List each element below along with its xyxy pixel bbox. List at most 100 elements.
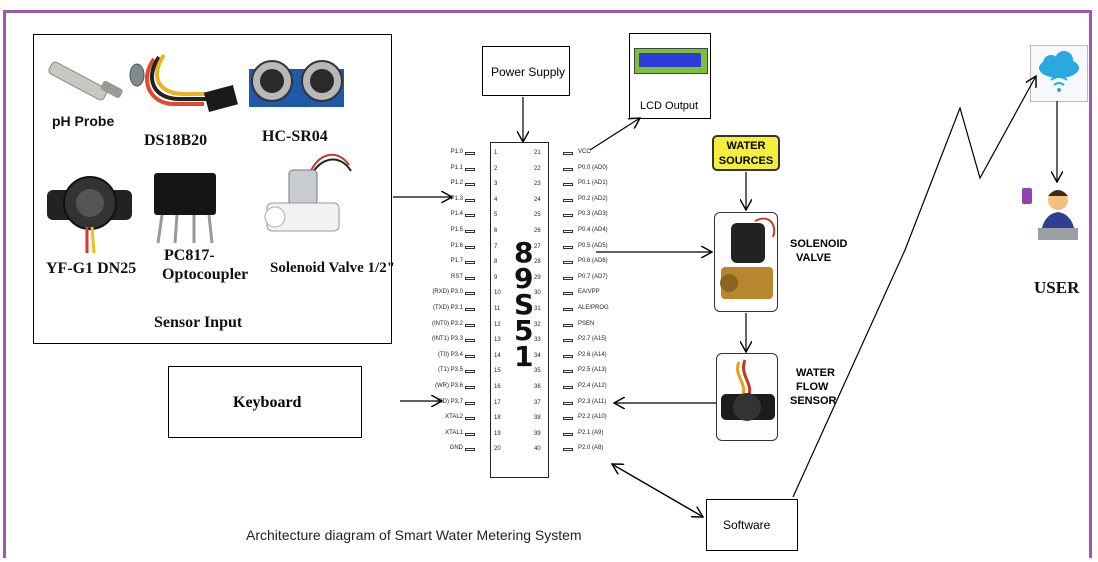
lcd-icon bbox=[634, 48, 708, 74]
chip-pin-number: 21 bbox=[534, 150, 541, 156]
chip-pin-number: 12 bbox=[494, 321, 501, 328]
chip-pin-number: 10 bbox=[494, 290, 501, 297]
chip-pin-number: 34 bbox=[534, 352, 541, 359]
ph-probe-label: pH Probe bbox=[52, 113, 115, 129]
chip-pin-stub bbox=[563, 214, 573, 218]
sensor-input-title: Sensor Input bbox=[154, 314, 243, 331]
chip-pin-number: 24 bbox=[534, 196, 541, 203]
chip-pin-number: 23 bbox=[534, 181, 541, 188]
flow-sensor-icon bbox=[47, 176, 132, 254]
chip-pin-stub bbox=[465, 386, 475, 389]
chip-pin-label-left: P1.2 bbox=[450, 180, 463, 187]
user-label: USER bbox=[1034, 278, 1080, 297]
chip-pin-number: 1 bbox=[494, 150, 498, 156]
chip-pin-number: 7 bbox=[494, 243, 498, 250]
water-flow-label: WATER FLOW SENSOR bbox=[790, 366, 836, 408]
chip-name-char: 5 bbox=[514, 314, 534, 347]
chip-pin-stub bbox=[465, 370, 475, 374]
chip-pin-label-left: P1.5 bbox=[450, 227, 463, 233]
chip-pin-label-right: VCC bbox=[578, 149, 591, 155]
chip-pin-label-left: XTAL1 bbox=[445, 429, 463, 436]
chip-pin-label-left: P1.0 bbox=[450, 149, 463, 155]
chip-name-char: 9 bbox=[514, 262, 534, 295]
chip-pin-stub bbox=[563, 417, 573, 421]
water-flow-line3: SENSOR bbox=[790, 395, 837, 407]
lcd-output-box: LCD Output bbox=[629, 33, 711, 119]
chip-name-char: 8 bbox=[514, 236, 534, 269]
chip-pin-number: 6 bbox=[494, 228, 498, 234]
chip-pin-label-left: (T0) P3.4 bbox=[437, 351, 463, 358]
chip-pin-label-right: ALE/PROG bbox=[578, 305, 609, 311]
chip-pin-stub bbox=[563, 386, 573, 389]
user-icon bbox=[1022, 188, 1078, 240]
chip-pin-label-right: P2.7 (A15) bbox=[578, 336, 607, 343]
chip-pin-stub bbox=[465, 230, 475, 233]
chip-pin-stub bbox=[563, 292, 573, 296]
chip-pin-number: 9 bbox=[494, 274, 498, 281]
chip-pin-label-right: P0.6 (AD6) bbox=[578, 258, 608, 265]
chip-pin-number: 39 bbox=[534, 430, 541, 437]
chip-pin-number: 22 bbox=[534, 165, 541, 172]
chip-pin-number: 8 bbox=[494, 259, 498, 266]
arrow-software-to-cloud bbox=[792, 76, 1036, 498]
chip-pin-label-left: P1.6 bbox=[450, 242, 463, 249]
chip-pin-stub bbox=[465, 417, 475, 421]
chip-pin-label-right: P2.1 (A9) bbox=[578, 429, 604, 436]
chip-pin-label-right: P2.6 (A14) bbox=[578, 351, 607, 358]
pc817-label-1: PC817- bbox=[164, 247, 215, 264]
arrow-chip-software bbox=[614, 465, 703, 517]
chip-pin-label-left: RST bbox=[451, 273, 463, 280]
chip-pin-number: 36 bbox=[534, 384, 541, 390]
chip-pin-number: 11 bbox=[494, 306, 501, 312]
hcsr04-label: HC-SR04 bbox=[262, 128, 328, 145]
chip-pin-label-right: P0.1 (AD1) bbox=[578, 180, 608, 187]
chip-pin-label-right: P2.3 (A11) bbox=[578, 398, 607, 405]
ultrasonic-sensor-icon bbox=[249, 60, 344, 107]
chip-pin-number: 17 bbox=[494, 399, 501, 406]
chip-pin-stub bbox=[563, 401, 573, 405]
chip-pin-label-right: P0.5 (AD5) bbox=[578, 242, 608, 249]
chip-pin-stub bbox=[465, 245, 475, 249]
chip-pin-label-right: P0.0 (AD0) bbox=[578, 164, 608, 171]
power-supply-label: Power Supply bbox=[491, 65, 566, 79]
cloud-box bbox=[1030, 45, 1088, 102]
ph-probe-icon bbox=[48, 61, 145, 101]
chip-pin-stub bbox=[465, 292, 475, 296]
solenoid-valve-line1: SOLENOID bbox=[790, 238, 848, 250]
chip-pin-stub bbox=[465, 432, 475, 436]
chip-pin-label-right: P2.2 (A10) bbox=[578, 414, 607, 421]
chip-pin-number: 32 bbox=[534, 321, 541, 328]
chip-pin-number: 3 bbox=[494, 181, 498, 188]
ds18b20-label: DS18B20 bbox=[144, 132, 208, 149]
chip-pin-number: 18 bbox=[494, 415, 501, 422]
software-label: Software bbox=[723, 518, 771, 532]
sensor-input-box: pH Probe DS18B20 HC-SR04 YF-G1 DN25 PC81… bbox=[33, 34, 395, 344]
chip-pin-number: 40 bbox=[534, 446, 541, 453]
chip-pin-label-left: (TXD) P3.1 bbox=[432, 305, 463, 311]
optocoupler-icon bbox=[154, 173, 216, 244]
chip-pin-label-right: P0.3 (AD3) bbox=[578, 211, 608, 218]
chip-pin-stub bbox=[563, 167, 573, 171]
chip-pin-stub bbox=[465, 401, 475, 405]
chip-pin-stub bbox=[465, 448, 475, 452]
chip-pin-stub bbox=[563, 370, 573, 374]
chip-pin-label-left: (RD) P3.7 bbox=[436, 398, 463, 405]
chip-pin-label-left: P1.4 bbox=[450, 211, 463, 218]
chip-pin-stub bbox=[465, 308, 475, 311]
chip-pin-number: 30 bbox=[534, 290, 541, 297]
chip-pin-stub bbox=[563, 198, 573, 202]
chip-pin-stub bbox=[465, 152, 475, 155]
chip-pin-number: 35 bbox=[534, 368, 541, 375]
water-sources-line2: SOURCES bbox=[718, 155, 774, 167]
chip-pin-stub bbox=[465, 276, 475, 280]
chip-pin-stub bbox=[563, 354, 573, 358]
chip-pin-number: 20 bbox=[494, 446, 501, 453]
chip-pin-number: 13 bbox=[494, 337, 501, 344]
chip-pin-stub bbox=[563, 276, 573, 280]
chip-pin-number: 29 bbox=[534, 274, 541, 281]
chip-pin-stub bbox=[465, 261, 475, 265]
chip-pin-number: 25 bbox=[534, 212, 541, 219]
chip-pin-label-right: P2.5 (A13) bbox=[578, 367, 607, 374]
chip-pin-number: 31 bbox=[534, 306, 541, 312]
chip-pin-label-left: (WR) P3.6 bbox=[434, 383, 463, 389]
